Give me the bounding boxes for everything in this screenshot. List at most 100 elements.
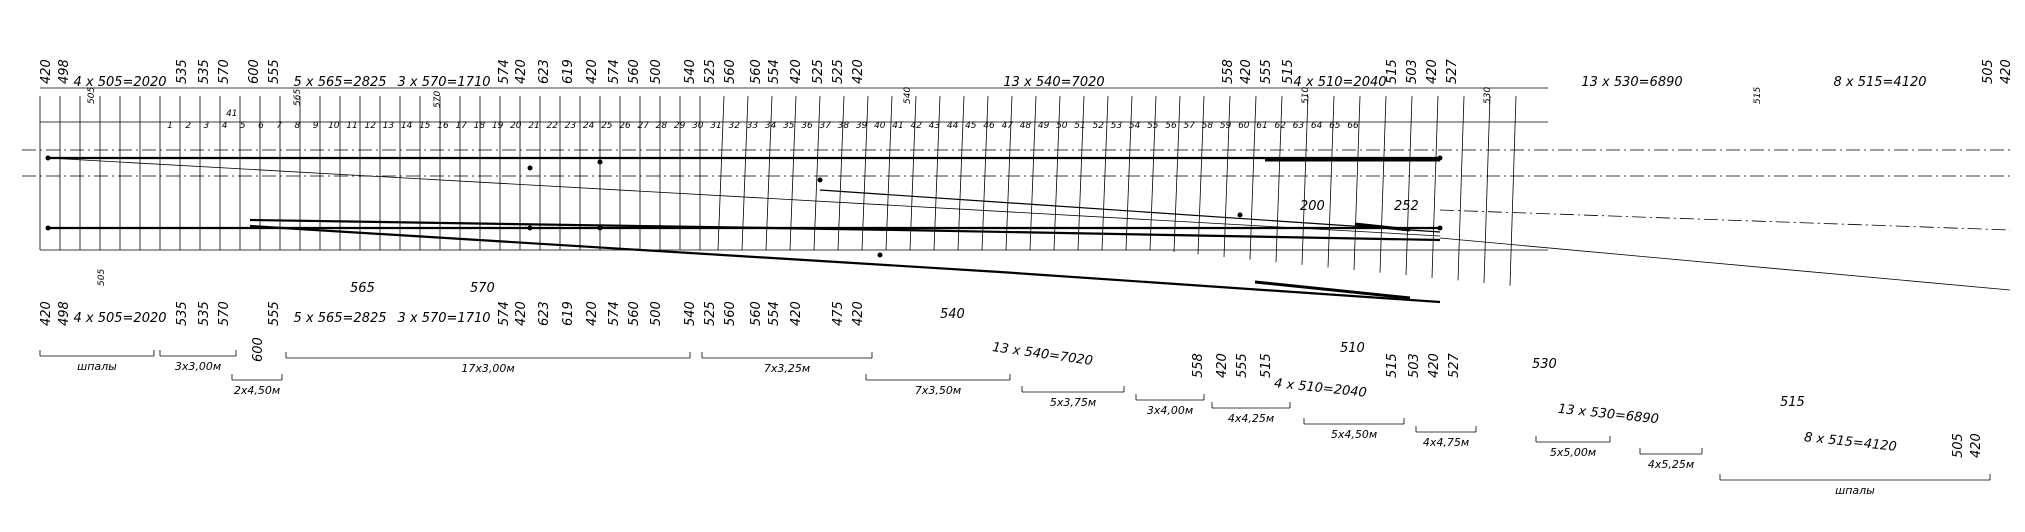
sleeper-number: 1	[167, 121, 173, 131]
sleeper	[1077, 95, 1085, 251]
small-dimension-label: 41	[226, 109, 237, 119]
sleeper-number: 52	[1092, 121, 1104, 131]
sleeper-number: 16	[437, 121, 449, 131]
sleeper-number: 40	[874, 121, 886, 131]
bottom-dimension-label: 475	[831, 301, 846, 326]
sleeper	[1053, 95, 1061, 251]
small-dimension-label: 565	[293, 89, 303, 106]
bottom-dimension-label: 4 x 505=2020	[73, 311, 166, 326]
top-dimension-label: 420	[851, 59, 866, 84]
top-dimension-label: 560	[749, 59, 764, 84]
sleeper-number: 50	[1056, 121, 1068, 131]
sleeper-number: 42	[910, 121, 922, 131]
bottom-dimension-label: 623	[537, 301, 552, 326]
sleeper	[1353, 95, 1361, 271]
frog-bar	[1254, 280, 1411, 300]
bottom-diagonal-label: 13 x 530=6890	[1557, 402, 1659, 428]
bottom-dimension-label: 554	[767, 301, 782, 326]
sleeper	[837, 95, 845, 251]
sleeper-number: 48	[1020, 121, 1032, 131]
bottom-dimension-label: 420	[39, 301, 54, 326]
sleeper-number: 36	[801, 121, 813, 131]
rail	[819, 189, 1441, 233]
top-dimension-label: 623	[537, 59, 552, 84]
sleeper-number: 21	[528, 121, 539, 131]
sleeper-number: 34	[765, 121, 777, 131]
top-dimension-label: 420	[1425, 59, 1440, 84]
bottom-dimension-label: 619	[561, 301, 576, 326]
top-dimension-label: 420	[1239, 59, 1254, 84]
sleeper-number: 59	[1220, 121, 1232, 131]
sleeper-number: 61	[1256, 121, 1267, 131]
sleeper-group-label: 7x3,50м	[915, 384, 961, 397]
top-dimension-label: 619	[561, 59, 576, 84]
small-dimension-label: 530	[1532, 357, 1557, 372]
top-dimension-label: 525	[811, 59, 826, 84]
bottom-dimension-label: 535	[197, 301, 212, 326]
rail-joint	[1437, 155, 1443, 161]
bottom-dimension-label: 540	[683, 301, 698, 326]
sleeper-number: 7	[276, 121, 282, 131]
top-dimension-label: 555	[267, 59, 282, 84]
sleeper-group-label: 3x3,00м	[175, 360, 221, 373]
top-dimension-label: 4 x 510=2040	[1293, 75, 1386, 90]
sleeper-number: 19	[492, 121, 504, 131]
bottom-dimension-label: 420	[514, 301, 529, 326]
sleeper-number: 45	[965, 121, 977, 131]
sleeper-number: 53	[1111, 121, 1123, 131]
frog-bar	[1354, 222, 1411, 232]
sleeper-number: 18	[474, 121, 486, 131]
top-dimension-label: 420	[1999, 59, 2014, 84]
sleeper	[1149, 95, 1157, 251]
sleeper	[1249, 95, 1257, 260]
sleeper-number: 26	[619, 121, 631, 131]
bottom-dimension-label: 515	[1259, 353, 1274, 378]
bottom-dimension-label: 503	[1407, 353, 1422, 378]
top-dimension-label: 540	[683, 59, 698, 84]
bottom-diagonal-label: 13 x 540=7020	[991, 340, 1093, 369]
bottom-dimension-label: 527	[1447, 352, 1462, 378]
sleeper	[1431, 95, 1439, 278]
bottom-dimension-label: 420	[1215, 353, 1230, 378]
sleeper-group-label: 4x4,75м	[1423, 436, 1469, 449]
small-dimension-label: 505	[97, 269, 107, 286]
bottom-dimension-label: 555	[267, 301, 282, 326]
top-dimension-label: 535	[175, 59, 190, 84]
sleeper-number: 14	[401, 121, 413, 131]
bottom-dimension-label: 500	[649, 301, 664, 326]
sleeper-number: 13	[383, 121, 395, 131]
sleeper-number: 27	[637, 121, 649, 131]
sleeper-number: 56	[1165, 121, 1177, 131]
diverging-track-line	[1439, 237, 2011, 291]
sleeper-number: 41	[892, 121, 903, 131]
rail	[249, 224, 1001, 274]
bottom-dimension-label: 570	[217, 301, 232, 326]
bottom-dimension-label: 498	[57, 301, 72, 326]
bottom-dimension-label: 420	[585, 301, 600, 326]
small-dimension-label: 515	[1753, 87, 1763, 104]
bottom-dimension-label: 5 x 565=2825	[293, 311, 386, 326]
top-dimension-label: 570	[217, 59, 232, 84]
sleeper	[789, 95, 797, 251]
sleeper	[1197, 95, 1205, 255]
rail-joint	[817, 177, 823, 183]
sleeper-number: 25	[601, 121, 613, 131]
top-dimension-label: 503	[1405, 59, 1420, 84]
sleeper-group-label: 3x4,00м	[1147, 404, 1193, 417]
small-dimension-label: 570	[433, 91, 443, 108]
top-dimension-label: 558	[1221, 59, 1236, 84]
sleeper-number: 31	[710, 121, 721, 131]
rail	[899, 228, 1441, 242]
bottom-dimension-label: 560	[627, 301, 642, 326]
sleeper	[1275, 95, 1283, 263]
sleeper-number: 65	[1329, 121, 1341, 131]
rail	[249, 218, 901, 232]
sleeper-number: 30	[692, 121, 704, 131]
rail-joint	[527, 165, 533, 171]
sleeper-group-label: 17x3,00м	[461, 362, 514, 375]
top-dimension-label: 420	[514, 59, 529, 84]
sleeper-number: 15	[419, 121, 431, 131]
sleeper-number: 9	[313, 121, 319, 131]
sleeper	[861, 95, 869, 251]
